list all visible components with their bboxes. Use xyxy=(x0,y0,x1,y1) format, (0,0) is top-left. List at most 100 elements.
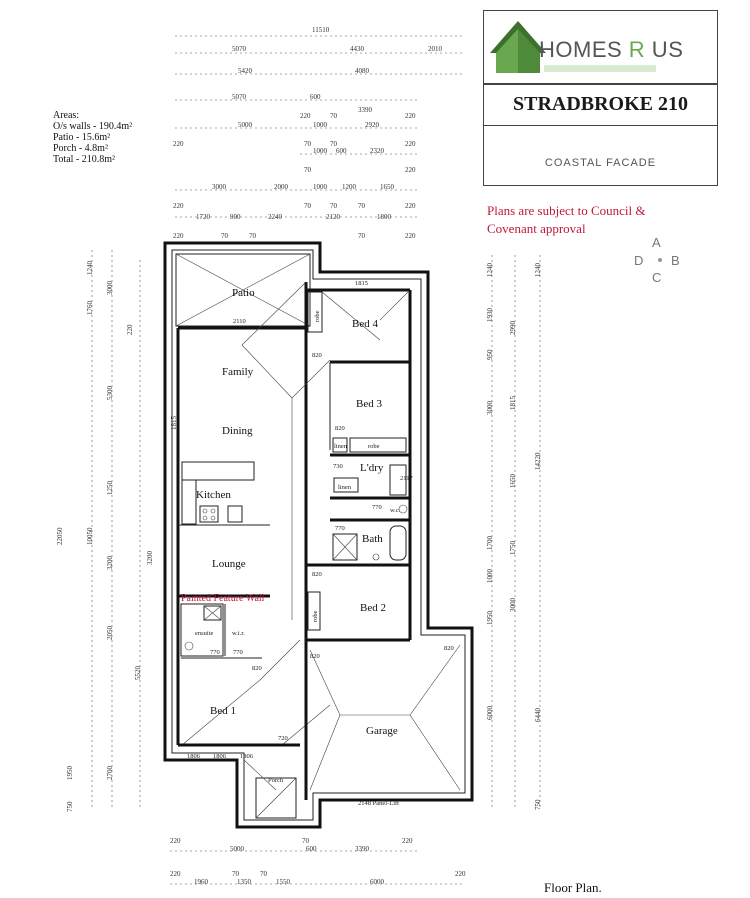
dim-label: 3000 xyxy=(486,401,494,416)
dim-label: 6440 xyxy=(534,708,542,723)
room-label-ensuite: ensuite xyxy=(195,630,214,637)
dim-label: 70 xyxy=(358,232,366,240)
dim-label: 5420 xyxy=(238,67,253,75)
dim-label: 820 xyxy=(252,665,262,672)
room-label-linen: linen xyxy=(338,484,352,491)
brand-tagline-bar xyxy=(544,65,656,72)
dim-label: 2990 xyxy=(509,321,517,336)
dim-label: 1815 xyxy=(355,280,368,287)
pantry xyxy=(227,505,243,523)
dim-label: 600 xyxy=(306,845,317,853)
dim-label: 220 xyxy=(126,324,134,335)
brand-name-a: HOMES xyxy=(539,37,629,62)
dim-label: 14220 xyxy=(534,452,542,470)
roof-line xyxy=(409,644,461,716)
burner-icon xyxy=(210,515,216,521)
facade-option-c: C xyxy=(652,270,661,285)
facade-option-b: B xyxy=(671,253,680,268)
building-outline xyxy=(163,241,474,829)
room-label-dining: Dining xyxy=(222,425,253,437)
room-label-laundry: L'dry xyxy=(360,462,384,474)
dim-label: 5000 xyxy=(238,121,253,129)
dim-label: 1960 xyxy=(194,878,209,886)
dim-label: 220 xyxy=(405,166,416,174)
dim-label: 220 xyxy=(455,870,466,878)
dim-label: 1950 xyxy=(66,766,74,781)
dim-label: 6000 xyxy=(370,878,385,886)
roof-line xyxy=(241,281,307,346)
room-label-linen: linen xyxy=(334,443,348,450)
dim-label: 220 xyxy=(173,140,184,148)
garage-door-label: 2148 Panel-Lift xyxy=(358,800,399,807)
roof-line xyxy=(379,291,409,321)
robe xyxy=(307,591,321,631)
dim-label: 1240 xyxy=(486,263,494,278)
dim-label: 220 xyxy=(405,232,416,240)
areas-block: Areas: O/s walls - 190.4m² Patio - 15.6m… xyxy=(53,110,132,165)
dim-label: 1550 xyxy=(276,878,291,886)
dim-label: 5000 xyxy=(230,845,245,853)
roof-line xyxy=(175,253,244,291)
dim-label: 220 xyxy=(170,837,181,845)
dim-label: 1750 xyxy=(509,541,517,556)
room-label-bed3: Bed 3 xyxy=(356,398,382,410)
dim-label: 600 xyxy=(310,93,321,101)
council-notice: Plans are subject to Council & Covenant … xyxy=(487,203,646,236)
dim-label: 1930 xyxy=(486,308,494,323)
dim-label: 1760 xyxy=(86,301,94,316)
dim-label: 220 xyxy=(300,112,311,120)
burner-icon xyxy=(202,515,208,521)
kitchen-bench xyxy=(181,461,255,481)
linen-cupboard xyxy=(333,477,359,493)
dim-label: 730 xyxy=(333,463,343,470)
room-label-lounge: Lounge xyxy=(212,558,246,570)
dim-label: 70 xyxy=(221,232,229,240)
shower-icon xyxy=(203,605,222,621)
dim-label: 3000 xyxy=(212,183,227,191)
dim-label: 70 xyxy=(304,166,312,174)
dim-label: 70 xyxy=(304,140,312,148)
cooktop-icon xyxy=(199,505,219,523)
dim-label: 220 xyxy=(170,870,181,878)
dim-label: 3200 xyxy=(146,551,154,566)
dim-label: 22050 xyxy=(56,527,64,545)
roof-line xyxy=(243,759,277,791)
dim-label: 1000 xyxy=(486,569,494,584)
dim-label: 70 xyxy=(260,870,268,878)
dim-label: 770 xyxy=(372,504,382,511)
dim-label: 2320 xyxy=(370,147,385,155)
dim-label: 1350 xyxy=(237,878,252,886)
facade-compass-center xyxy=(658,258,662,262)
robe xyxy=(349,437,407,453)
room-label-robe: robe xyxy=(314,310,321,322)
bed1-area: Bed 1 1806 1806 1806 720 xyxy=(178,639,331,760)
room-label-family: Family xyxy=(222,366,254,378)
dim-label: 1806 xyxy=(187,753,201,760)
right-dimensions: 1240 1240 2990 1930 3000 1815 1650 14220… xyxy=(486,255,542,810)
dim-label: 1950 xyxy=(486,611,494,626)
brand-name: HOMES R US xyxy=(539,37,683,63)
title-box: STRADBROKE 210 COASTAL FACADE xyxy=(483,84,718,186)
dim-label: 1650 xyxy=(509,474,517,489)
room-label-garage: Garage xyxy=(366,725,398,737)
dim-overall-width: 11510 xyxy=(312,26,330,34)
dim-label: 2120 xyxy=(326,213,341,221)
room-label-robe: robe xyxy=(312,610,319,622)
bottom-dimensions: 220 70 220 5000 600 3390 220 70 70 220 1… xyxy=(170,837,466,886)
facade-option-a: A xyxy=(652,235,661,250)
toilet-icon xyxy=(398,504,408,514)
dim-label: 3390 xyxy=(358,106,373,114)
dim-label: 6000 xyxy=(486,706,494,721)
burner-icon xyxy=(210,508,216,514)
roof-line xyxy=(181,679,261,746)
dim-label: 5070 xyxy=(232,45,247,53)
roof-line xyxy=(259,639,301,681)
dim-label: 1806 xyxy=(240,753,254,760)
dim-label: 1240 xyxy=(534,263,542,278)
living-wing: Family Dining Kitchen Lounge Painted Fea… xyxy=(176,281,331,745)
dim-label: 220 xyxy=(402,837,413,845)
dim-label: 1815 xyxy=(509,396,517,411)
title-divider xyxy=(484,125,717,126)
shower-cross xyxy=(332,533,358,561)
roof-line xyxy=(241,344,293,399)
